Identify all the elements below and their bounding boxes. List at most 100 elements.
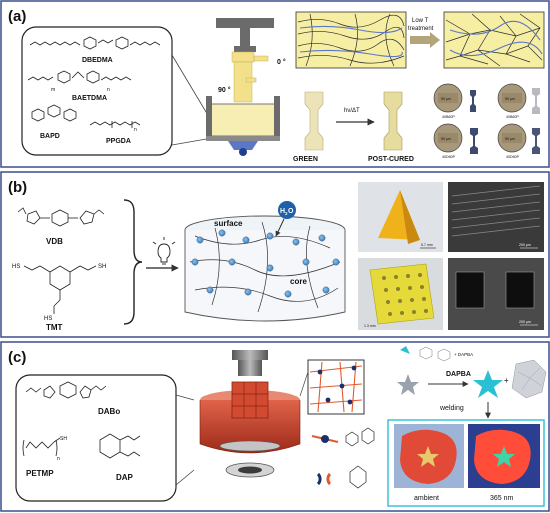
dlp-printer-a: [206, 18, 280, 156]
scale-grid: 1.3 mm: [364, 324, 376, 328]
tmt-structure: [23, 265, 97, 314]
tmt-sh-bottom: HS: [44, 316, 52, 322]
green-label: GREEN: [293, 156, 318, 163]
post-cured-label: POST-CURED: [368, 156, 414, 163]
ppgda-sub-n: n: [134, 127, 137, 133]
petmp-sh: SH: [60, 436, 67, 442]
connector-line-bottom: [171, 137, 213, 146]
tmt-sh-left: HS: [12, 264, 20, 270]
ppgda-label: PPGDA: [106, 138, 131, 145]
panel-b: (b) VDB HS SH HS TMT: [0, 171, 550, 338]
bapd-structure: [31, 104, 77, 122]
network-inset-nodes: [317, 365, 357, 405]
uv-365-label: 365 nm: [490, 495, 514, 502]
svg-text:2: 2: [285, 211, 288, 216]
photo-sem-bottom: 200 µm: [448, 258, 544, 330]
glow-photos-frame: [387, 419, 545, 507]
network-before-lines: [297, 13, 405, 67]
scale-sem-bottom: 200 µm: [519, 320, 531, 324]
baetdma-sub-n: n: [107, 87, 110, 93]
low-t-label-line1: Low T: [412, 18, 429, 24]
panel-a-label: (a): [8, 8, 26, 25]
crosslink-legend: [311, 427, 375, 489]
scale-sem-top: 200 µm: [519, 243, 531, 247]
angle-0-label: 0 °: [277, 58, 286, 66]
micro-label-3: 40D60P: [442, 155, 456, 159]
water-arrow: [275, 218, 285, 237]
dogbone-green: [304, 91, 324, 151]
network-after: [443, 11, 545, 69]
micro-label-1: 40B60P: [442, 115, 455, 119]
svg-text:H: H: [280, 208, 285, 215]
micrograph-2: 50 µm: [497, 83, 527, 113]
network-after-lines: [445, 13, 543, 67]
monomer-box-a: [21, 26, 173, 156]
cylinder-network: [184, 215, 346, 322]
inset-connector: [299, 371, 309, 397]
vdb-label: VDB: [46, 237, 63, 246]
photo-pyramid: 5.7 mm: [358, 182, 443, 252]
vdb-structure: [17, 207, 105, 227]
photo-365nm: [468, 424, 540, 488]
dapba-label: DAPBA: [446, 371, 471, 378]
photo-ambient: [394, 424, 464, 488]
monomer-box-c: [15, 374, 177, 502]
micrograph-4: 50 µm: [497, 123, 527, 153]
network-before: [295, 11, 407, 69]
ppgda-structure: [89, 121, 141, 128]
micro-label-2: 40B60P: [506, 115, 519, 119]
welding-label: welding: [439, 405, 464, 412]
ambient-label: ambient: [414, 495, 439, 502]
dap-structure: [99, 433, 141, 459]
micro-dogbone-2: [532, 88, 540, 114]
photo-sem-top: 200 µm: [448, 182, 544, 252]
svg-text:50 µm: 50 µm: [441, 97, 451, 101]
svg-text:50 µm: 50 µm: [505, 97, 515, 101]
petmp-sub-n: n: [57, 456, 60, 462]
core-label: core: [290, 277, 307, 286]
panel-c-label: (c): [8, 349, 26, 366]
panel-c: (c) DABo SH n PETMP DAP: [0, 341, 550, 512]
baetdma-structure: [27, 70, 132, 84]
plus-sign: +: [504, 376, 509, 385]
dabo-label: DABo: [98, 407, 120, 416]
svg-text:50 µm: 50 µm: [505, 137, 515, 141]
low-t-label-line2: treatment: [408, 26, 434, 32]
connector-line-c2: [175, 469, 195, 486]
surface-label: surface: [214, 219, 243, 228]
connector-line-top: [171, 54, 213, 123]
water-molecule-icon: H 2 O: [278, 201, 296, 219]
tmt-sh-right: SH: [98, 264, 106, 270]
micro-label-4: 40D60P: [506, 155, 520, 159]
svg-text:50 µm: 50 µm: [441, 137, 451, 141]
plus-dapba-label: + DAPBA: [454, 352, 473, 357]
uv-led-icon-c: [238, 466, 262, 474]
baetdma-label: BAETDMA: [72, 95, 107, 102]
uv-led-icon: [239, 148, 247, 156]
dbedma-structure: [29, 36, 161, 50]
bapd-label: BAPD: [40, 133, 60, 140]
starfish-icon: [397, 374, 419, 395]
uv-light-cone: [228, 141, 258, 150]
petmp-label: PETMP: [26, 469, 54, 478]
dbedma-label: DBEDMA: [82, 57, 113, 64]
micrograph-3: 50 µm: [433, 123, 463, 153]
dye-molecule: [400, 346, 451, 362]
crumpled-sheet: [511, 359, 547, 399]
dabo-structure: [25, 381, 107, 399]
dogbone-cured: [383, 91, 403, 151]
starfish-cyan: [473, 370, 503, 398]
brace-b: [123, 199, 143, 325]
svg-text:O: O: [288, 208, 294, 215]
lightbulb-icon: [152, 237, 176, 265]
dlp-printer-c: [199, 350, 301, 478]
panel-a: (a) DBEDMA m n BAETDMA BAPD: [0, 0, 550, 168]
network-after-blue: [449, 20, 543, 57]
baetdma-sub-m: m: [51, 87, 55, 93]
connector-line-c1: [175, 394, 195, 401]
panel-b-label: (b): [8, 179, 27, 196]
network-before-blue: [299, 25, 403, 58]
photo-grid: 1.3 mm: [358, 258, 443, 330]
